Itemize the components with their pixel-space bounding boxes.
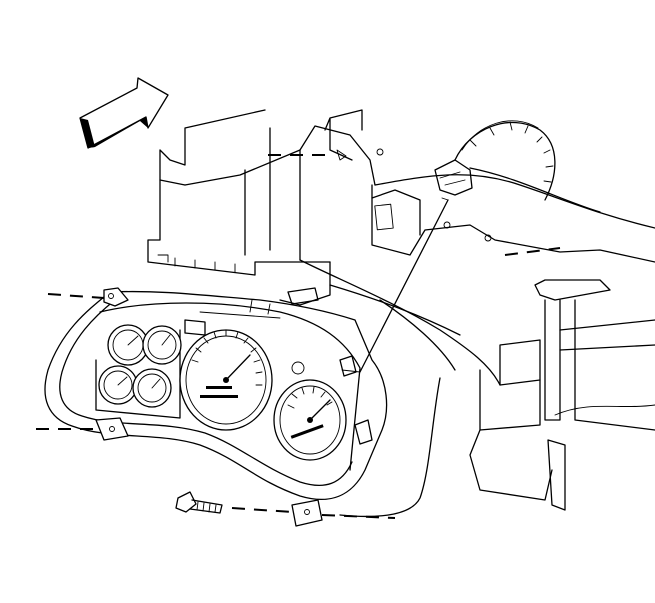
dashboard-structure [147,109,655,511]
gauge-top-center [142,325,182,365]
gauge-bottom-left [98,365,138,405]
bolt-icon [175,491,223,514]
speedometer-gauge [179,319,273,431]
instrument-cluster [44,287,388,527]
dashed-leader-lines [36,154,561,519]
arrow-icon [79,77,169,149]
gauge-top-left [107,324,149,366]
wiring-harness [339,120,556,518]
gauge-bottom-center [132,368,172,408]
tachometer-gauge [273,361,347,461]
